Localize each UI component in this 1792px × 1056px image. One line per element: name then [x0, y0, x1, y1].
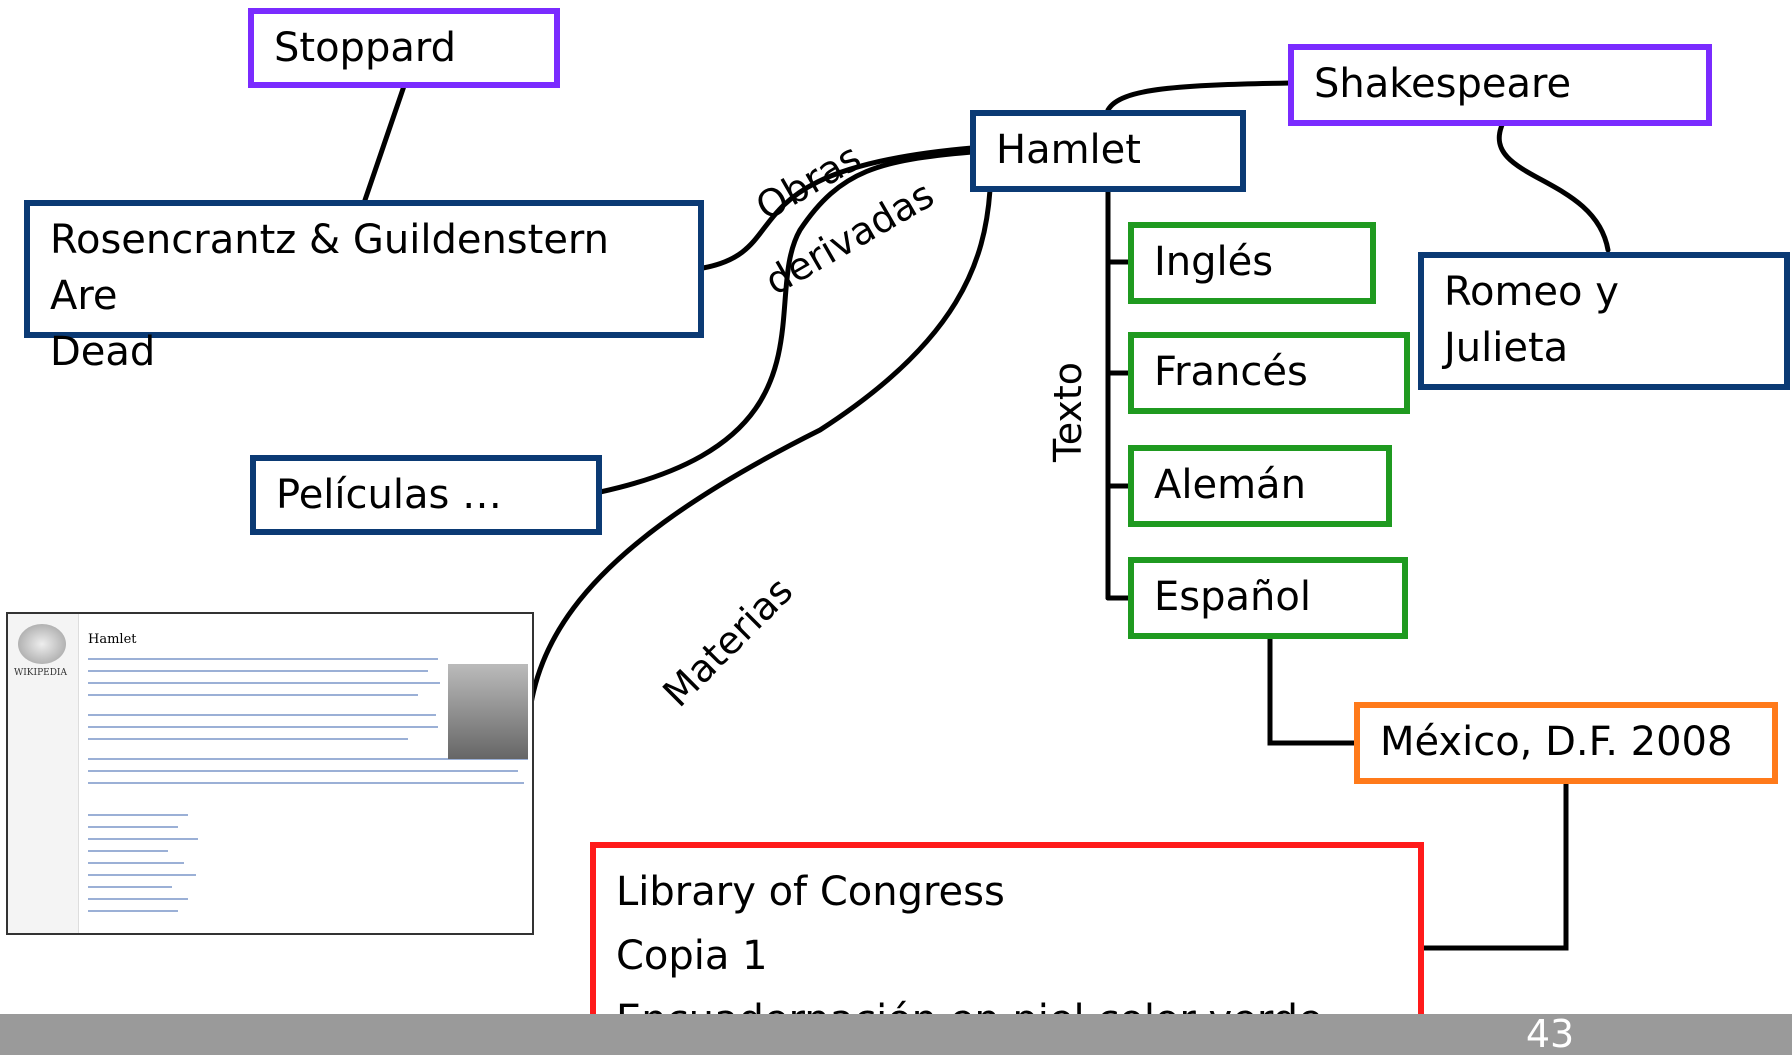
text-line: [88, 838, 198, 840]
text-line: [88, 898, 188, 900]
text-line: [88, 758, 528, 760]
node-frances: Francés: [1128, 332, 1410, 414]
text-line: [88, 886, 172, 888]
text-line: [88, 782, 524, 784]
node-label: Películas …: [276, 472, 503, 518]
node-hamlet: Hamlet: [970, 110, 1246, 192]
node-ingles: Inglés: [1128, 222, 1376, 304]
node-label: Hamlet: [996, 127, 1141, 173]
node-label: Alemán: [1154, 462, 1306, 508]
node-espanol: Español: [1128, 557, 1408, 639]
node-mexico: México, D.F. 2008: [1354, 702, 1778, 784]
node-label-line: Dead: [50, 329, 156, 375]
screenshot-sidebar: WIKIPEDIA: [8, 614, 79, 933]
node-label: Español: [1154, 574, 1311, 620]
text-line: [88, 670, 428, 672]
text-line: [88, 714, 436, 716]
node-romeo: Romeo y Julieta: [1418, 252, 1790, 390]
node-label-line: Copia 1: [616, 933, 768, 979]
screenshot-photo: [448, 664, 528, 759]
wikipedia-logo-icon: [18, 624, 66, 664]
node-shakespeare: Shakespeare: [1288, 44, 1712, 126]
page-number: 43: [1525, 1012, 1575, 1056]
node-label: Francés: [1154, 349, 1308, 395]
node-label: Inglés: [1154, 239, 1274, 285]
text-line: [88, 682, 440, 684]
node-label-line: Rosencrantz & Guildenstern Are: [50, 217, 610, 319]
node-peliculas: Películas …: [250, 455, 602, 535]
text-line: [88, 826, 178, 828]
espanol-to-mexico: [1267, 635, 1359, 746]
screenshot-title: Hamlet: [88, 632, 137, 647]
node-label-line: Library of Congress: [616, 869, 1005, 915]
text-line: [88, 658, 438, 660]
text-line: [88, 726, 438, 728]
footer-bar: [0, 1014, 1792, 1055]
mexico-to-library: [1419, 779, 1569, 951]
node-label-line: Julieta: [1444, 325, 1569, 371]
node-rosencrantz: Rosencrantz & Guildenstern Are Dead: [24, 200, 704, 375]
node-stoppard: Stoppard: [248, 8, 560, 88]
text-line: [88, 862, 184, 864]
text-line: [88, 770, 518, 772]
node-label-line: Romeo y: [1444, 269, 1619, 315]
hamlet-to-shakespeare: [1105, 80, 1293, 113]
text-line: [88, 910, 178, 912]
wikipedia-screenshot: WIKIPEDIA Hamlet: [6, 612, 534, 935]
text-line: [88, 850, 168, 852]
text-line: [88, 694, 418, 696]
logo-text: WIKIPEDIA: [14, 668, 67, 678]
node-aleman: Alemán: [1128, 445, 1392, 527]
shakespeare-to-romeo: [1496, 122, 1611, 253]
text-line: [88, 874, 196, 876]
text-line: [88, 738, 408, 740]
stoppard-to-rosencrantz: [362, 83, 407, 203]
label-materias: Materias: [654, 568, 802, 716]
node-label: Stoppard: [274, 25, 456, 71]
node-label: Shakespeare: [1314, 61, 1572, 107]
label-texto: Texto: [1046, 361, 1091, 463]
text-line: [88, 814, 188, 816]
node-label: México, D.F. 2008: [1380, 719, 1733, 765]
